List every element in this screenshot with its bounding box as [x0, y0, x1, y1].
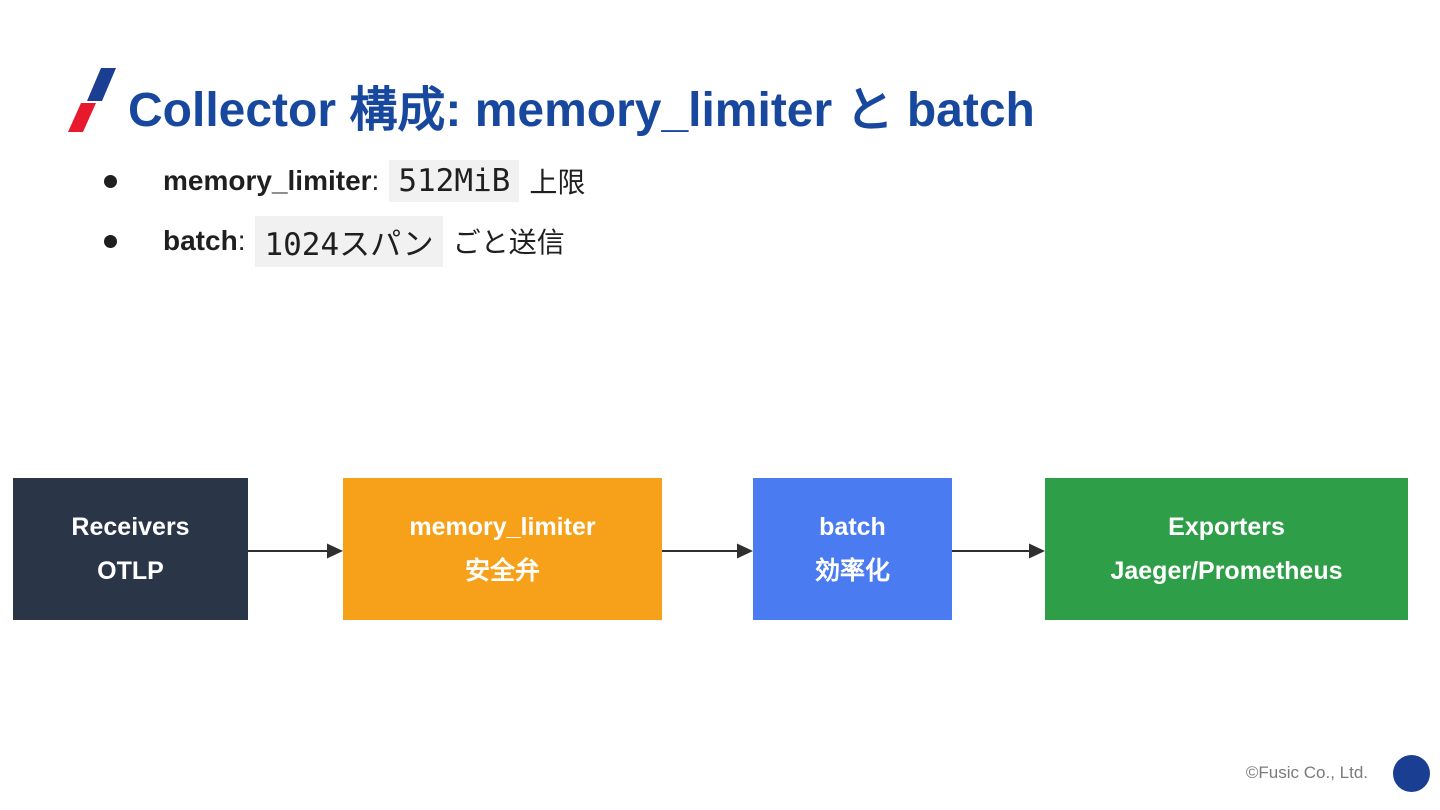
- bullet-separator: :: [371, 165, 380, 196]
- flow-arrow-1: [248, 543, 343, 559]
- flow-arrows: [248, 543, 1045, 559]
- node-line2: 効率化: [814, 557, 890, 585]
- node-line1: memory_limiter: [409, 513, 596, 541]
- code-chip: 512MiB: [389, 160, 520, 202]
- bullet-icon: [104, 174, 117, 188]
- node-line1: Exporters: [1168, 513, 1285, 541]
- bullet-list: memory_limiter: 512MiB 上限 batch: 1024スパン…: [104, 156, 585, 276]
- node-line1: batch: [819, 513, 886, 541]
- copyright-text: ©Fusic Co., Ltd.: [1245, 763, 1368, 782]
- bullet-icon: [104, 234, 117, 248]
- diagram-node-memory-limiter: memory_limiter 安全弁: [343, 478, 662, 620]
- code-chip: 1024スパン: [255, 215, 443, 267]
- node-line2: Jaeger/Prometheus: [1110, 557, 1343, 585]
- bullet-item-memory-limiter: memory_limiter: 512MiB 上限: [104, 156, 585, 206]
- fusic-slash-logo-icon: [68, 68, 116, 132]
- brand-dot-icon: [1393, 755, 1430, 792]
- node-line1: Receivers: [71, 513, 190, 541]
- flow-arrow-2: [662, 543, 753, 559]
- page-title: Collector 構成: memory_limiter と batch: [128, 84, 1035, 137]
- flow-arrow-3: [952, 543, 1045, 559]
- logo-slash-bottom: [68, 103, 96, 132]
- bullet-label: batch: [163, 225, 238, 256]
- bullet-suffix: 上限: [529, 167, 586, 198]
- node-line2: 安全弁: [464, 557, 540, 585]
- diagram-node-batch: batch 効率化: [753, 478, 952, 620]
- bullet-item-batch: batch: 1024スパン ごと送信: [104, 215, 585, 267]
- diagram-node-exporters: Exporters Jaeger/Prometheus: [1045, 478, 1408, 620]
- diagram-node-receivers: Receivers OTLP: [13, 478, 248, 620]
- pipeline-diagram: Receivers OTLP memory_limiter 安全弁 batch …: [0, 478, 1440, 620]
- bullet-label: memory_limiter: [163, 165, 372, 196]
- node-line2: OTLP: [97, 557, 164, 585]
- bullet-suffix: ごと送信: [452, 227, 565, 258]
- bullet-separator: :: [237, 225, 246, 256]
- logo-slash-top: [87, 68, 116, 101]
